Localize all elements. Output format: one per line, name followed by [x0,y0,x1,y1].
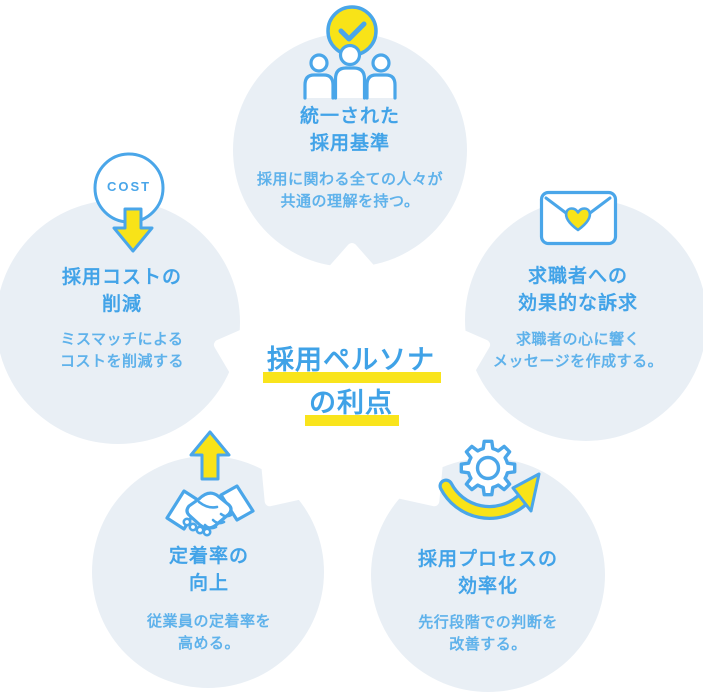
desc-cost-reduction: ミスマッチによる コストを削減する [22,329,222,373]
desc-process-efficiency: 先行段階での判断を 改善する。 [378,612,598,656]
cost-badge-label: COST [106,179,152,194]
title-line: 効果的な訴求 [517,293,638,314]
cost-badge-down-arrow-icon [93,152,165,253]
title-line: 採用基準 [309,133,390,154]
title-line: 効率化 [457,576,518,597]
desc-line: ミスマッチによる [60,331,184,348]
title-line: 削減 [101,294,142,315]
envelope-heart-icon [539,190,618,246]
desc-line: 改善する。 [449,636,527,653]
desc-line: 共通の理解を持つ。 [280,193,420,210]
gear-cycle-arrow-icon [438,439,541,520]
desc-line: 従業員の定着率を [146,613,271,630]
up-arrow-icon [189,430,231,481]
title-cost-reduction: 採用コストの 削減 [22,264,222,318]
desc-line: 採用に関わる全ての人々が [256,171,443,188]
team-icon [303,43,397,100]
circle-cost-reduction [0,200,240,444]
main-title-line-1: 採用ペルソナ [202,340,502,383]
title-line: 定着率の [168,546,249,567]
handshake-icon [165,484,255,537]
main-title-text: の利点 [305,383,399,426]
title-line: 採用プロセスの [417,549,558,570]
desc-line: コストを削減する [59,353,184,370]
title-effective-appeal: 求職者への 効果的な訴求 [468,263,688,317]
title-retention: 定着率の 向上 [109,543,309,597]
title-process-efficiency: 採用プロセスの 効率化 [378,546,598,600]
diagram-main-title: 採用ペルソナ の利点 [202,340,502,426]
desc-line: 高める。 [177,635,240,652]
desc-unified-standards: 採用に関わる全ての人々が 共通の理解を持つ。 [240,169,460,213]
check-badge-icon [326,5,378,57]
main-title-text: 採用ペルソナ [263,340,441,383]
desc-retention: 従業員の定着率を 高める。 [109,611,309,655]
desc-line: 求職者の心に響く [515,331,640,348]
title-line: 向上 [188,573,229,594]
title-line: 求職者への [527,266,628,287]
title-line: 採用コストの [61,267,182,288]
desc-line: 先行段階での判断を [418,614,558,631]
desc-effective-appeal: 求職者の心に響く メッセージを作成する。 [468,329,688,373]
desc-line: メッセージを作成する。 [492,353,664,370]
title-unified-standards: 統一された 採用基準 [240,103,460,157]
title-line: 統一された [299,106,400,127]
main-title-line-2: の利点 [202,383,502,426]
